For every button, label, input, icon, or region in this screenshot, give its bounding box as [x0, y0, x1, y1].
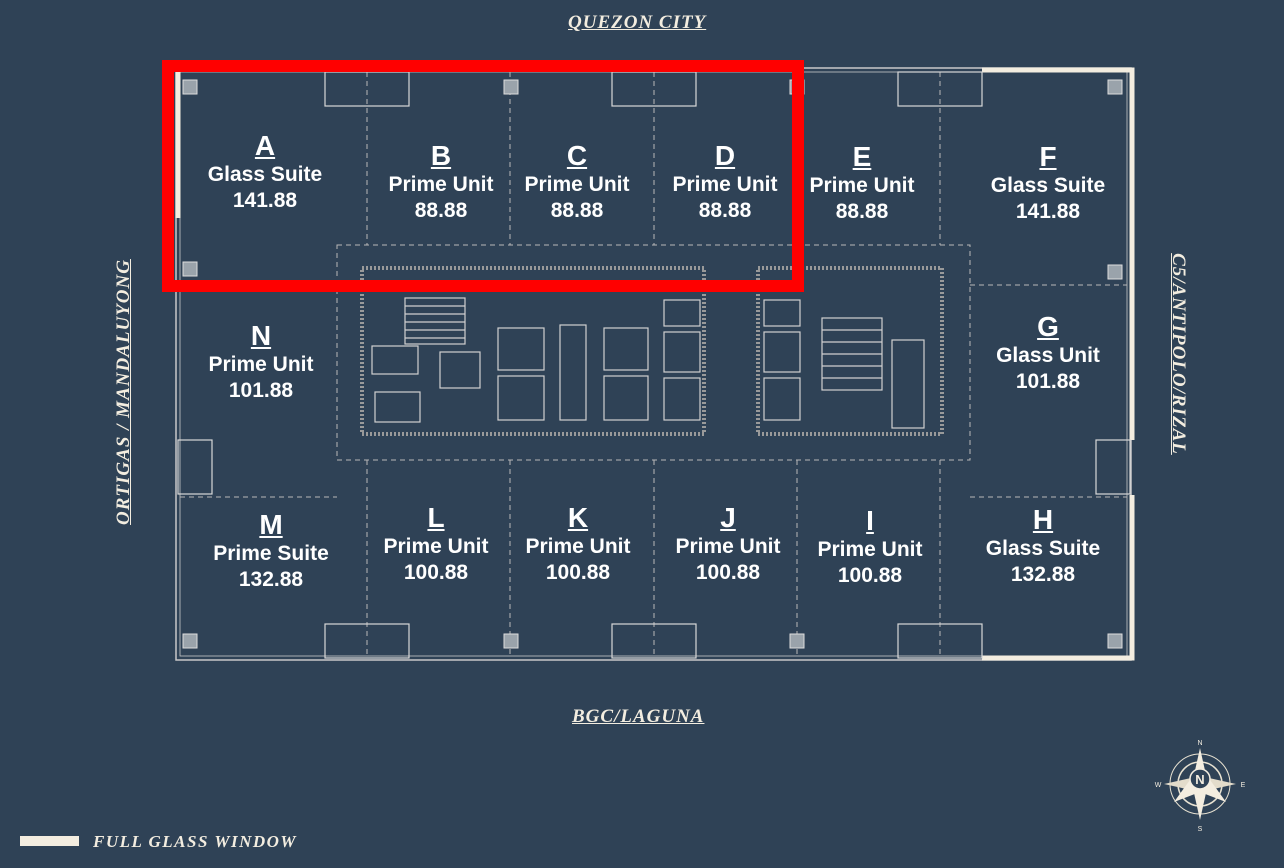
unit-letter: I [866, 505, 874, 536]
unit-area: 88.88 [698, 199, 752, 223]
service-core [360, 266, 944, 436]
glass-window-h [982, 495, 1135, 661]
unit-letter: E [852, 141, 872, 172]
unit-type: Glass Suite [207, 163, 323, 187]
columns [182, 79, 1123, 649]
unit-letter: B [430, 140, 452, 171]
unit-type: Prime Unit [817, 538, 923, 562]
compass-east-label: E [1241, 782, 1246, 789]
unit-c[interactable]: C Prime Unit 88.88 [524, 140, 629, 225]
unit-g[interactable]: G Glass Unit 101.88 [996, 311, 1100, 396]
unit-area: 132.88 [1010, 563, 1076, 587]
unit-area: 101.88 [1015, 370, 1081, 394]
unit-type: Prime Unit [208, 353, 314, 377]
unit-letter: M [259, 509, 283, 540]
unit-letter: D [714, 140, 736, 171]
unit-type: Glass Suite [985, 537, 1101, 561]
unit-letter: H [1032, 504, 1054, 535]
direction-east: C5/ANTIPOLO/RIZAL [1168, 253, 1189, 455]
compass-south-label: S [1198, 826, 1203, 832]
glass-windows [175, 67, 1135, 661]
unit-area: 88.88 [835, 200, 889, 224]
unit-area: 101.88 [228, 379, 294, 403]
unit-b[interactable]: B Prime Unit 88.88 [388, 140, 493, 225]
unit-letter: C [566, 140, 588, 171]
unit-letter: N [250, 320, 272, 351]
unit-type: Prime Suite [213, 542, 329, 566]
direction-north: QUEZON CITY [568, 12, 707, 33]
unit-area: 100.88 [545, 561, 611, 585]
unit-e[interactable]: E Prime Unit 88.88 [809, 141, 914, 226]
unit-type: Prime Unit [524, 173, 630, 197]
unit-a[interactable]: A Glass Suite 141.88 [208, 130, 322, 215]
unit-type: Prime Unit [809, 174, 915, 198]
compass-west-label: W [1155, 782, 1162, 789]
unit-j[interactable]: J Prime Unit 100.88 [675, 502, 780, 587]
unit-type: Prime Unit [672, 173, 778, 197]
unit-f[interactable]: F Glass Suite 141.88 [991, 141, 1105, 226]
unit-type: Prime Unit [675, 535, 781, 559]
unit-letter: L [427, 502, 445, 533]
unit-i[interactable]: I Prime Unit 100.88 [817, 505, 922, 590]
unit-letter: J [720, 502, 736, 533]
unit-area: 100.88 [837, 564, 903, 588]
direction-west: ORTIGAS / MANDALUYONG [113, 259, 134, 525]
unit-m[interactable]: M Prime Suite 132.88 [213, 509, 329, 594]
unit-type: Prime Unit [388, 173, 494, 197]
unit-d[interactable]: D Prime Unit 88.88 [672, 140, 777, 225]
glass-window-f [982, 67, 1135, 440]
unit-type: Prime Unit [383, 535, 489, 559]
unit-area: 141.88 [232, 189, 298, 213]
unit-dividers [180, 72, 1127, 656]
unit-l[interactable]: L Prime Unit 100.88 [383, 502, 488, 587]
unit-area: 88.88 [414, 199, 468, 223]
ac-ledges [177, 71, 1131, 659]
unit-letter: A [254, 130, 276, 161]
legend-swatch [20, 836, 79, 846]
unit-area: 88.88 [550, 199, 604, 223]
unit-h[interactable]: H Glass Suite 132.88 [986, 504, 1100, 589]
unit-n[interactable]: N Prime Unit 101.88 [208, 320, 313, 405]
unit-type: Prime Unit [525, 535, 631, 559]
unit-letter: F [1039, 141, 1057, 172]
unit-k[interactable]: K Prime Unit 100.88 [525, 502, 630, 587]
unit-area: 132.88 [238, 568, 304, 592]
unit-area: 100.88 [403, 561, 469, 585]
compass-north-center: N [1195, 772, 1204, 787]
unit-type: Glass Suite [990, 174, 1106, 198]
unit-area: 100.88 [695, 561, 761, 585]
compass-icon: N N S E W [1155, 740, 1246, 832]
compass-north-label: N [1197, 740, 1202, 747]
unit-area: 141.88 [1015, 200, 1081, 224]
legend-label: FULL GLASS WINDOW [93, 832, 298, 851]
direction-south: BGC/LAGUNA [572, 706, 705, 727]
unit-type: Glass Unit [996, 344, 1100, 368]
unit-letter: K [567, 502, 589, 533]
highlight-box [162, 60, 804, 292]
unit-letter: G [1037, 311, 1059, 342]
